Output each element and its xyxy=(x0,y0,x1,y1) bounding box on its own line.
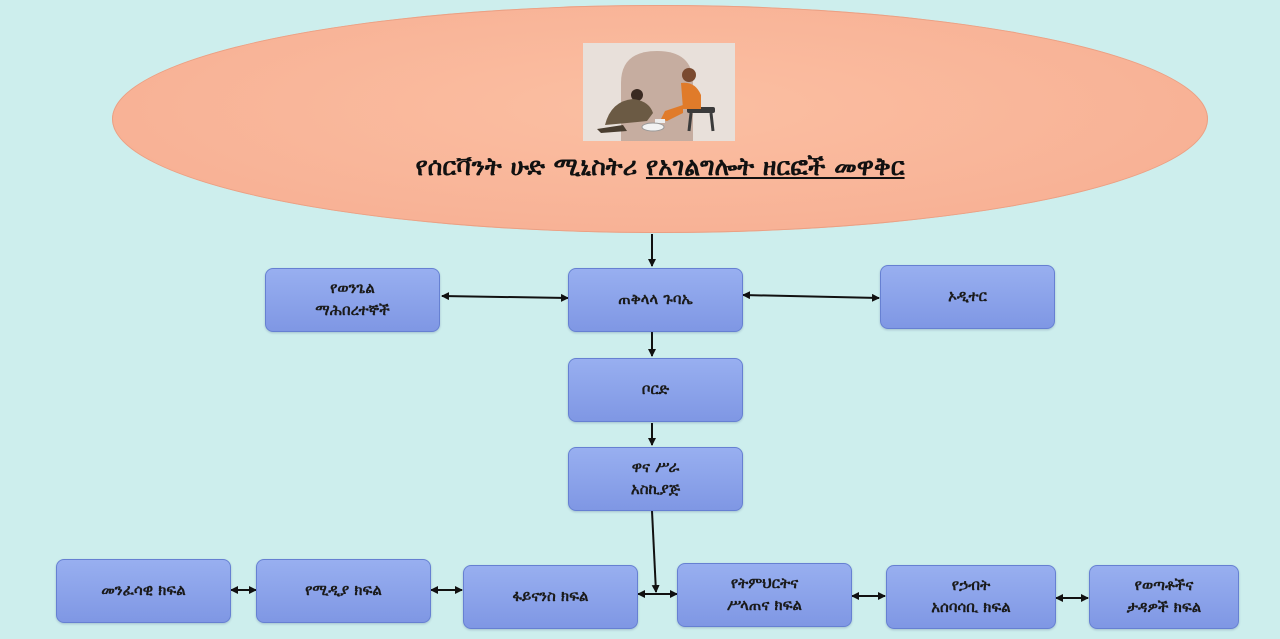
executive-director-label-1: ዋና ሥራ xyxy=(631,458,680,477)
general-assembly-box: ጠቅላላ ጉባኤ xyxy=(568,268,743,332)
gospel-members-label-1: የወንጌል xyxy=(330,279,375,298)
youth-children-department-box: የወጣቶችና ታዳዎች ክፍል xyxy=(1089,565,1239,629)
media-department-label: የሚዲያ ክፍል xyxy=(305,581,382,600)
board-label: ቦርድ xyxy=(641,380,670,399)
resource-mobilization-department-box: የኃብት አሰባሳቢ ክፍል xyxy=(886,565,1056,629)
title-part-2: የአገልግሎት ዘርፎች መዋቅር xyxy=(645,152,905,181)
spiritual-department-label: መንፈሳዊ ክፍል xyxy=(101,581,186,600)
gospel-members-label-2: ማሕበረተኞች xyxy=(315,301,390,319)
arrow-exec-to-departments xyxy=(651,510,660,593)
arrow-assembly-to-auditor xyxy=(742,291,880,302)
page-title: የሰርቫንት ሁድ ሚኒስትሪ የአገልግሎት ዘርፎች መዋቅር xyxy=(112,152,1208,182)
board-box: ቦርድ xyxy=(568,358,743,422)
education-training-department-box: የትምህርትና ሥላጠና ክፍል xyxy=(677,563,852,627)
resource-mobilization-label-1: የኃብት xyxy=(951,576,991,595)
education-training-label-2: ሥላጠና ክፍል xyxy=(726,596,803,614)
resource-mobilization-label-2: አሰባሳቢ ክፍል xyxy=(931,598,1011,616)
youth-children-label-2: ታዳዎች ክፍል xyxy=(1126,598,1202,616)
general-assembly-label: ጠቅላላ ጉባኤ xyxy=(618,290,693,309)
media-department-box: የሚዲያ ክፍል xyxy=(256,559,431,623)
finance-department-label: ፋይናንስ ክፍል xyxy=(512,587,589,606)
auditor-box: ኦዲተር xyxy=(880,265,1055,329)
servant-washing-feet-icon xyxy=(583,43,735,141)
education-training-label-1: የትምህርትና xyxy=(730,574,799,593)
youth-children-label-1: የወጣቶችና xyxy=(1134,576,1194,595)
spiritual-department-box: መንፈሳዊ ክፍል xyxy=(56,559,231,623)
executive-director-label-2: አስኪያጅ xyxy=(630,480,681,498)
title-part-1: የሰርቫንት ሁድ ሚኒስትሪ xyxy=(415,152,646,181)
gospel-members-box: የወንጌል ማሕበረተኞች xyxy=(265,268,440,332)
finance-department-box: ፋይናንስ ክፍል xyxy=(463,565,638,629)
executive-director-box: ዋና ሥራ አስኪያጅ xyxy=(568,447,743,511)
arrow-assembly-to-gospel xyxy=(441,292,569,302)
auditor-label: ኦዲተር xyxy=(948,287,987,306)
